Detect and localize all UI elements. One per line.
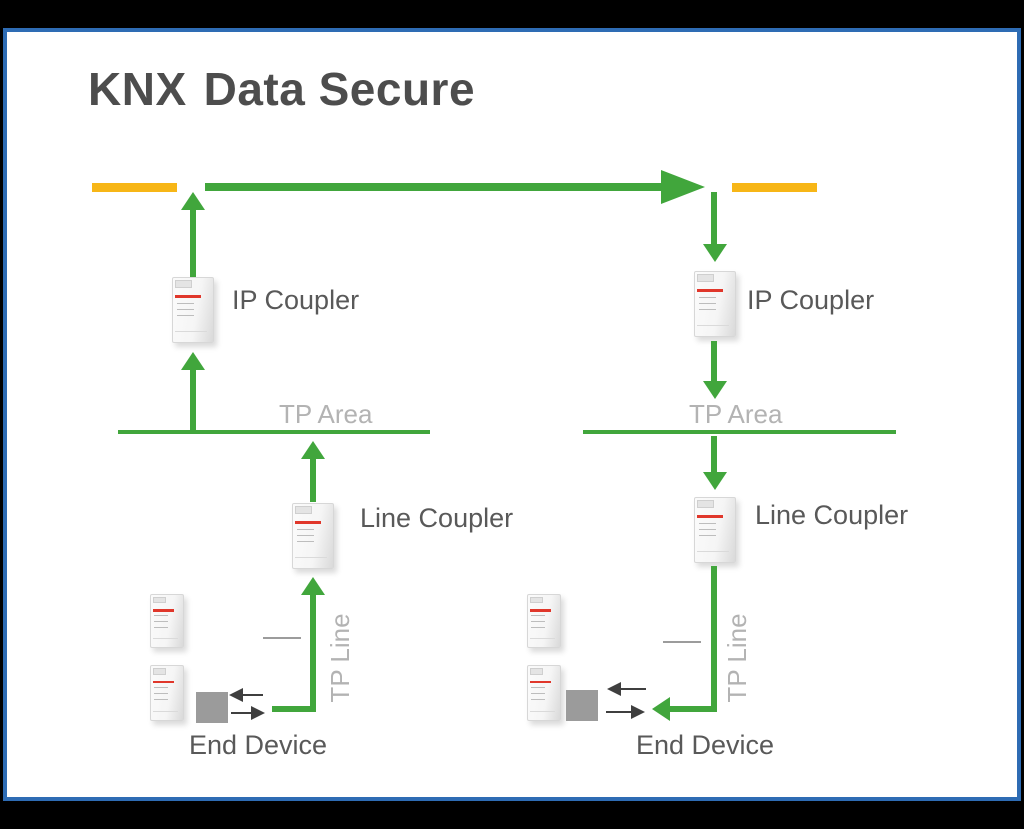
ip-backbone-segment-left bbox=[92, 183, 177, 192]
right-arrow-icon bbox=[631, 705, 645, 719]
up-arrow-icon bbox=[301, 577, 325, 595]
up-arrow-icon bbox=[181, 352, 205, 370]
device-seam bbox=[152, 638, 179, 640]
tp-area-label-left: TP Area bbox=[279, 399, 373, 429]
device-print-lines bbox=[698, 296, 717, 314]
tp-area-label-right: TP Area bbox=[689, 399, 783, 429]
ip-coupler-label-right: IP Coupler bbox=[747, 285, 875, 315]
right-arrow-icon bbox=[251, 706, 265, 720]
tp-line-label-left: TP Line bbox=[324, 613, 355, 703]
right-tp-line-vertical bbox=[711, 566, 717, 712]
device-print-lines bbox=[176, 302, 195, 320]
ip-backbone-segment-right bbox=[732, 183, 817, 192]
ip-coupler-device-icon-left bbox=[172, 277, 214, 343]
right-area-to-lc-line bbox=[711, 436, 717, 472]
title-brand: KNX bbox=[88, 63, 187, 115]
device-notch bbox=[697, 273, 715, 283]
din-rail-device-icon bbox=[527, 665, 561, 721]
end-device-square-icon bbox=[196, 692, 228, 723]
tp-line-label-right: TP Line bbox=[721, 613, 752, 703]
down-arrow-icon bbox=[703, 381, 727, 399]
right-tp-line-horizontal bbox=[670, 706, 717, 712]
din-rail-device-icon bbox=[150, 594, 184, 648]
din-rail-device-icon bbox=[527, 594, 561, 648]
device-seam bbox=[697, 325, 729, 327]
device-notch bbox=[295, 505, 313, 515]
end-device-square-icon bbox=[566, 690, 598, 721]
device-red-stripe bbox=[152, 680, 174, 684]
device-print-lines bbox=[296, 528, 315, 546]
end-device-label-left: End Device bbox=[189, 730, 328, 760]
telegram-arrow-line bbox=[606, 711, 632, 713]
left-arrow-icon bbox=[229, 688, 243, 702]
din-rail-device-icon bbox=[150, 665, 184, 721]
device-red-stripe bbox=[529, 680, 551, 684]
device-red-stripe bbox=[175, 295, 202, 299]
device-red-stripe bbox=[697, 515, 724, 519]
device-seam bbox=[295, 557, 327, 559]
backbone-arrow-line bbox=[205, 183, 661, 191]
ip-coupler-device-icon-right bbox=[694, 271, 736, 337]
separator-dash-left bbox=[263, 637, 301, 639]
right-backbone-to-ip-line bbox=[711, 192, 717, 244]
line-coupler-device-icon-left bbox=[292, 503, 334, 569]
line-coupler-label-left: Line Coupler bbox=[360, 503, 514, 533]
device-print-lines bbox=[698, 522, 717, 540]
left-lc-to-area-line bbox=[310, 457, 316, 502]
device-red-stripe bbox=[529, 609, 551, 612]
left-tp-line-horizontal bbox=[272, 706, 316, 712]
telegram-arrow-line bbox=[231, 712, 252, 714]
device-notch bbox=[697, 499, 715, 509]
telegram-arrow-line bbox=[620, 688, 646, 690]
device-seam bbox=[175, 331, 207, 333]
down-arrow-icon bbox=[703, 472, 727, 490]
device-print-lines bbox=[153, 615, 168, 629]
left-tp-line-vertical bbox=[310, 593, 316, 712]
device-notch bbox=[152, 667, 167, 675]
device-seam bbox=[152, 710, 179, 712]
device-seam bbox=[529, 638, 556, 640]
line-coupler-device-icon-right bbox=[694, 497, 736, 563]
up-arrow-icon bbox=[181, 192, 205, 210]
line-coupler-label-right: Line Coupler bbox=[755, 500, 909, 530]
device-seam bbox=[697, 551, 729, 553]
page-title: KNX Data Secure bbox=[88, 62, 475, 116]
title-rest: Data Secure bbox=[203, 63, 476, 115]
left-ip-to-backbone-line bbox=[190, 208, 196, 278]
device-print-lines bbox=[153, 687, 168, 702]
left-arrow-icon bbox=[652, 697, 670, 721]
ip-coupler-label-left: IP Coupler bbox=[232, 285, 360, 315]
device-print-lines bbox=[530, 615, 545, 629]
tp-area-bus-right bbox=[583, 430, 896, 434]
device-print-lines bbox=[530, 687, 545, 702]
separator-dash-right bbox=[663, 641, 701, 643]
device-seam bbox=[529, 710, 556, 712]
left-arrow-icon bbox=[607, 682, 621, 696]
down-arrow-icon bbox=[703, 244, 727, 262]
telegram-arrow-line bbox=[242, 694, 263, 696]
device-red-stripe bbox=[697, 289, 724, 293]
end-device-label-right: End Device bbox=[636, 730, 775, 760]
device-notch bbox=[152, 596, 167, 604]
left-area-to-ip-line bbox=[190, 368, 196, 432]
device-notch bbox=[529, 596, 544, 604]
device-notch bbox=[529, 667, 544, 675]
tp-area-bus-left bbox=[118, 430, 430, 434]
device-red-stripe bbox=[152, 609, 174, 612]
right-arrow-icon bbox=[661, 170, 705, 204]
up-arrow-icon bbox=[301, 441, 325, 459]
device-red-stripe bbox=[295, 521, 322, 525]
right-ip-to-area-line bbox=[711, 341, 717, 381]
device-notch bbox=[175, 279, 193, 289]
